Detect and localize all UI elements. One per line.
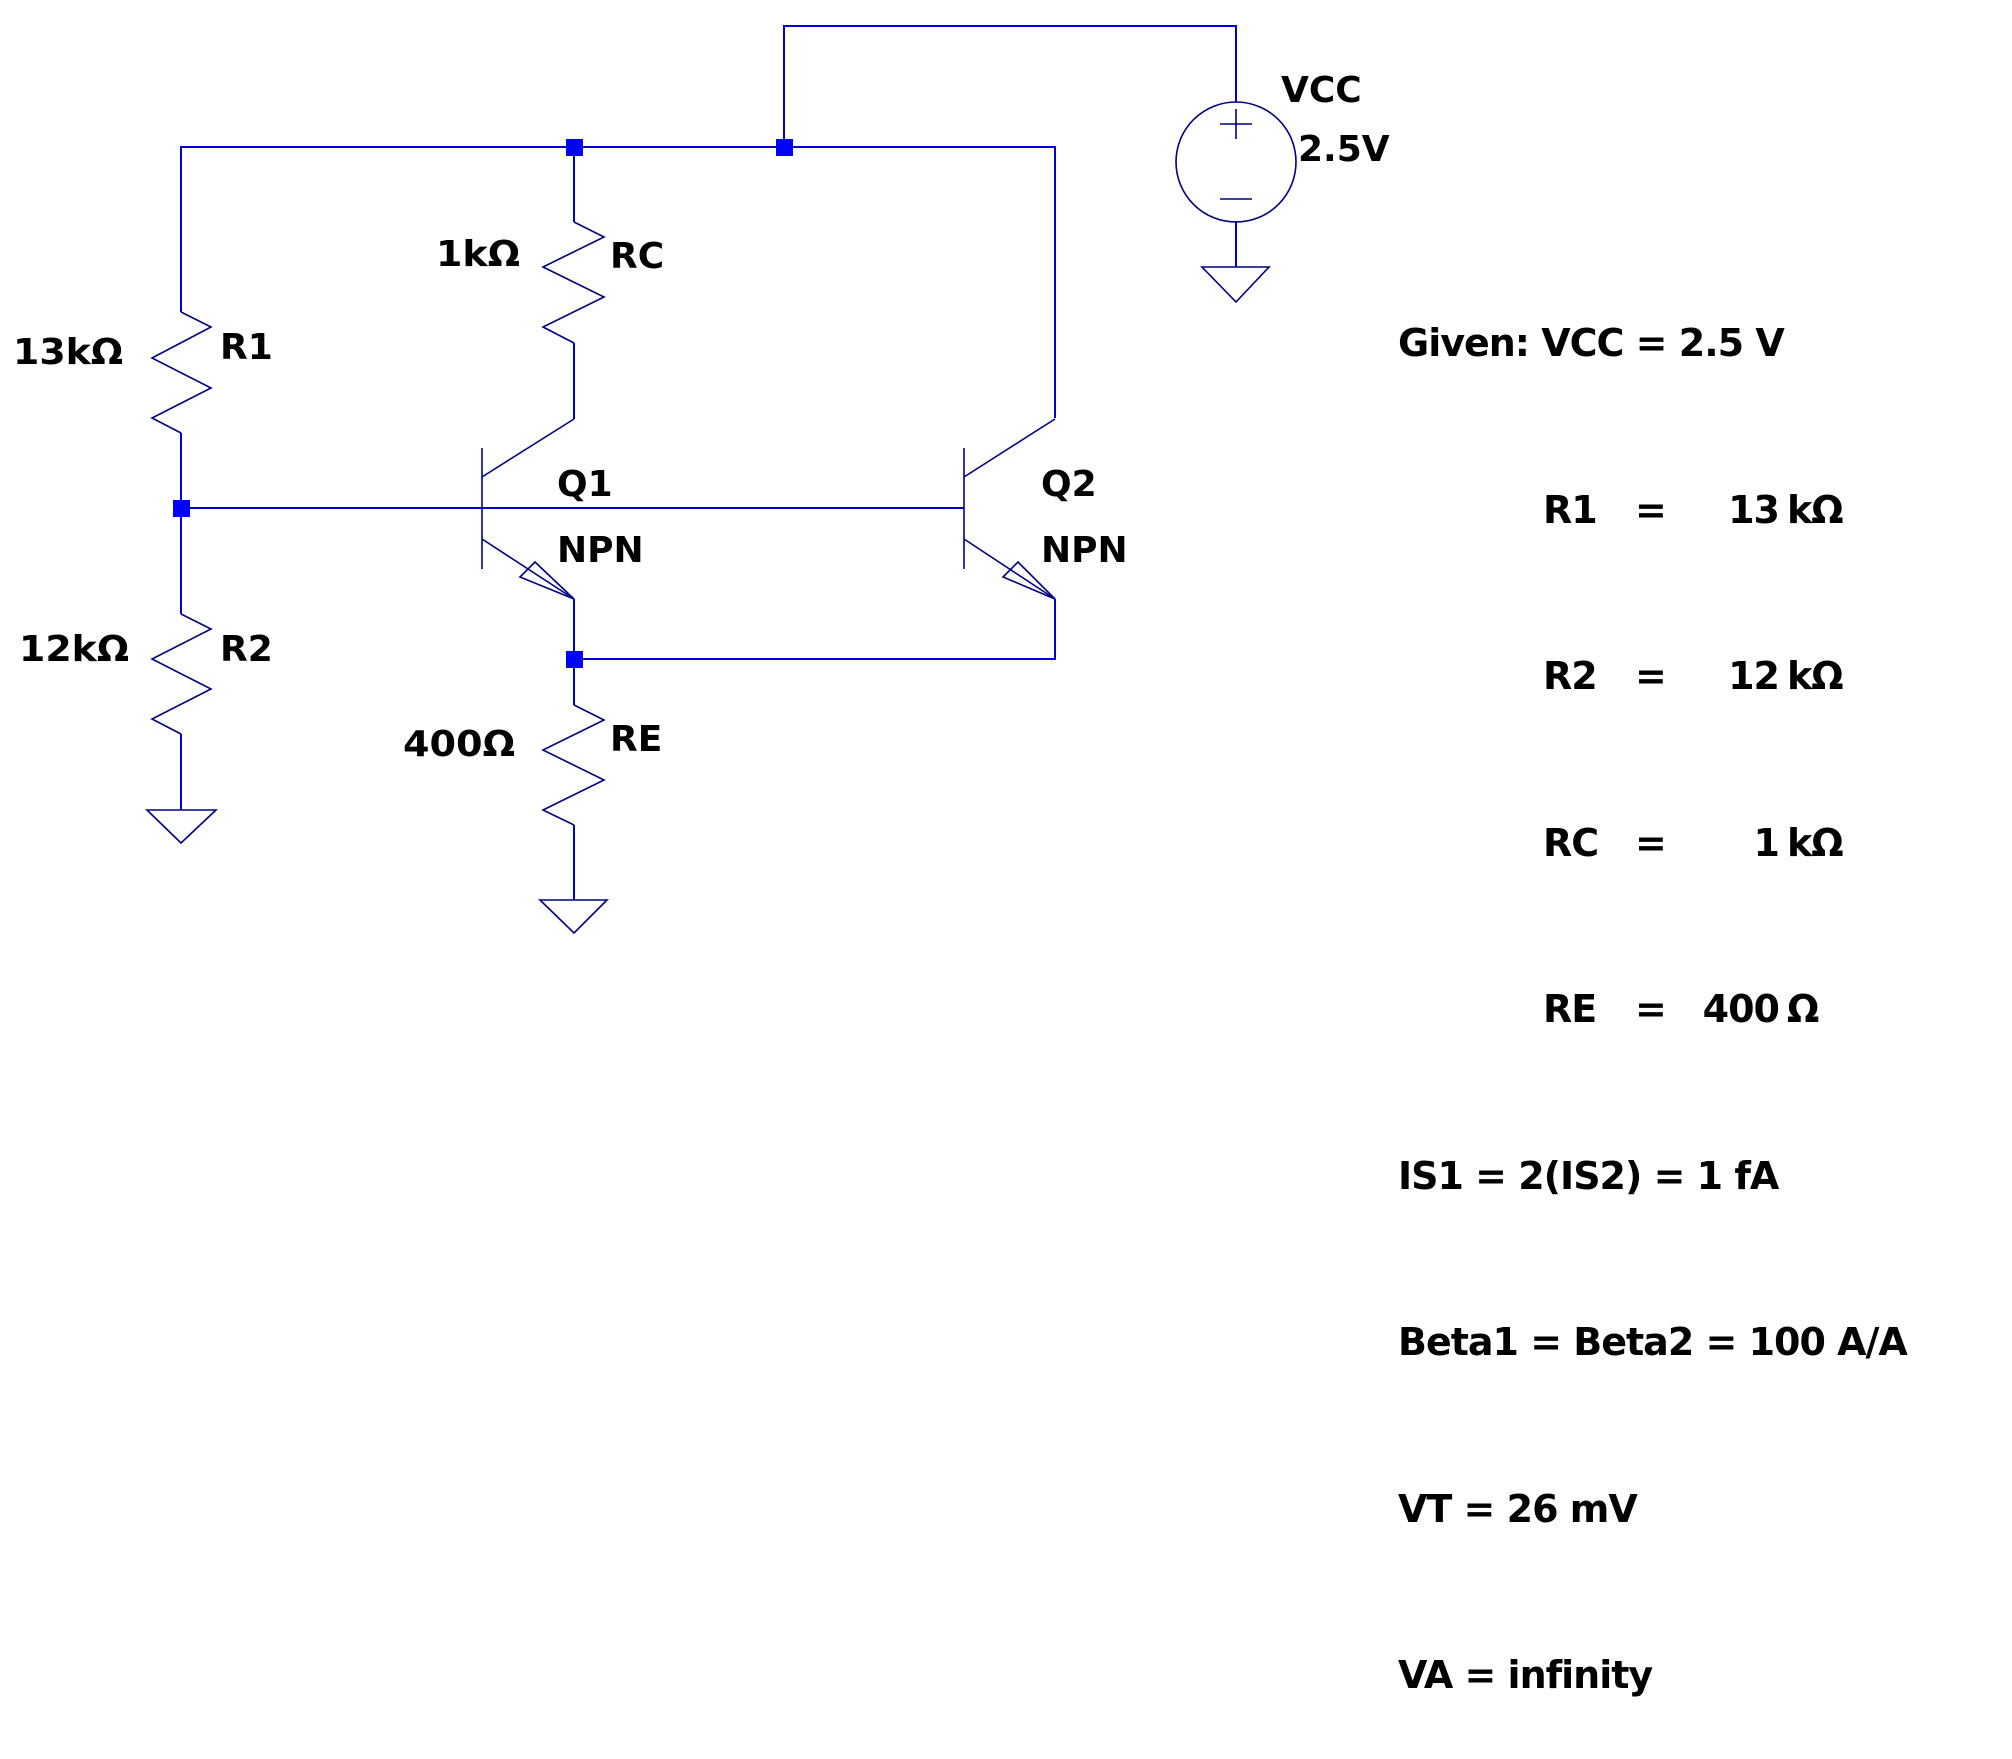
wire-vcc-loop [783,25,1237,147]
given-row-beta: Beta1 = Beta2 = 100 A/A [1398,1320,1908,1364]
given-r2-eq: = [1635,654,1667,698]
q2-collector [963,418,1056,478]
given-vcc-value: 2.5 [1678,321,1744,365]
given-re-key: RE [1543,987,1597,1031]
re-value-label: 400Ω [403,724,515,765]
given-r1-value: 13 [1728,487,1780,532]
resistor-r1[interactable] [150,311,213,434]
given-r1-key: R1 [1543,487,1598,532]
given-re-value: 400 [1702,987,1780,1031]
r1-value-label: 13kΩ [13,332,123,373]
given-row-vcc: Given: VCC = 2.5 V [1398,316,1907,372]
rc-name-label: RC [610,236,664,277]
given-prefix: Given: [1398,321,1530,365]
ground-icon-r2 [145,809,219,845]
given-rc-unit: kΩ [1787,820,1844,865]
re-name-label: RE [610,719,662,760]
given-re-unit: Ω [1787,987,1819,1031]
given-rc-eq: = [1635,820,1667,865]
given-rc-value: 1 [1753,820,1780,865]
q1-name-label: Q1 [557,464,613,505]
given-vcc-unit: V [1755,321,1784,365]
wire-emitter-bus [573,599,1056,660]
junction-rc-rail [566,139,583,156]
resistor-re[interactable] [541,704,606,826]
given-r2-key: R2 [1543,654,1598,698]
vcc-name-label: VCC [1281,70,1362,111]
q1-collector [481,418,575,478]
resistor-rc[interactable] [541,221,606,344]
ground-icon-vcc [1200,266,1271,304]
given-r1-eq: = [1635,487,1667,532]
resistor-r2[interactable] [150,613,213,735]
given-re-eq: = [1635,987,1667,1031]
junction-base [173,500,190,517]
q2-model-label: NPN [1041,530,1128,571]
wire-vcc-rail [180,146,1056,418]
q2-emitter-arrow-icon [1001,560,1056,600]
given-r2-value: 12 [1728,654,1780,698]
vcc-value-label: 2.5V [1298,129,1390,170]
r2-value-label: 12kΩ [19,629,129,670]
voltage-source-vcc[interactable] [1175,101,1297,223]
q1-emitter-arrow-icon [518,560,575,600]
transistor-q2[interactable] [963,418,1056,600]
given-r2-unit: kΩ [1787,654,1844,698]
given-row-va: VA = infinity [1398,1653,1653,1697]
q2-name-label: Q2 [1041,464,1097,505]
r1-name-label: R1 [220,327,273,368]
transistor-q1[interactable] [481,418,575,600]
circuit-schematic: VCC 2.5V 1kΩ RC 13kΩ R1 Q1 NPN Q2 NPN 12… [13,25,1390,935]
wires [180,25,1237,900]
junction-vcc-rail [776,139,793,156]
ground-icon-re [538,899,609,935]
vcc-source-circle [1175,101,1297,223]
given-vcc-key: VCC [1541,321,1624,365]
given-row-vt: VT = 26 mV [1398,1486,1638,1531]
r2-name-label: R2 [220,629,273,670]
given-rc-key: RC [1543,820,1599,865]
q2-emitter [963,538,1056,600]
junction-emitter [566,651,583,668]
given-vcc-eq: = [1635,321,1668,365]
rc-value-label: 1kΩ [436,234,520,275]
given-row-is: IS1 = 2(IS2) = 1 fA [1398,1153,1779,1198]
given-r1-unit: kΩ [1787,487,1844,532]
q1-model-label: NPN [557,530,644,571]
